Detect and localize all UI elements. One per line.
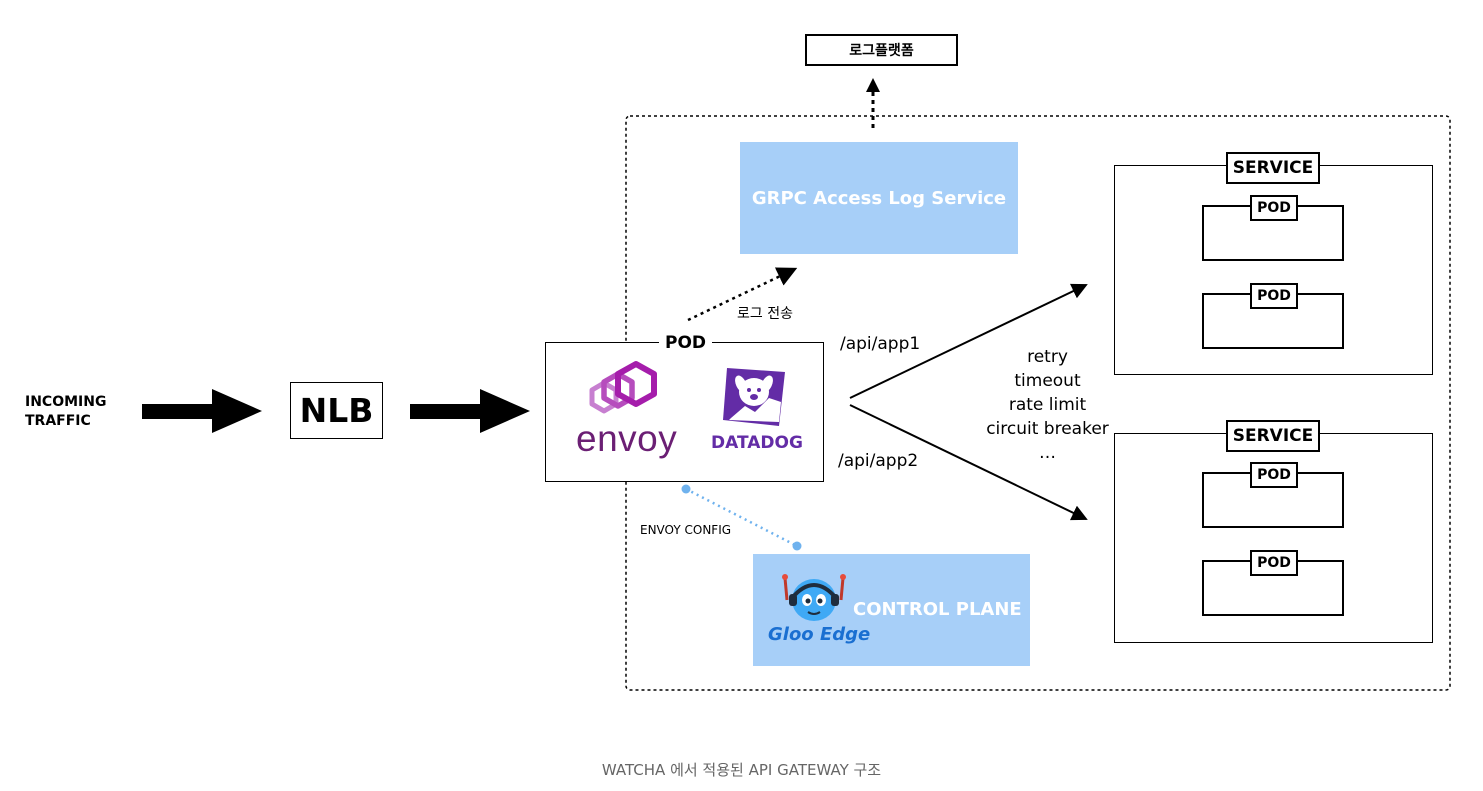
datadog-logo-text: DATADOG [711, 433, 803, 453]
service-2-pod-2-label-text: POD [1257, 555, 1291, 571]
arrow-grpc-to-log-platform [866, 78, 880, 128]
route-label-app2: /api/app2 [838, 451, 919, 471]
service-1-pod-1-label-text: POD [1257, 200, 1291, 216]
gloo-edge-mascot-icon [782, 574, 846, 621]
gateway-pod-label: POD [659, 333, 713, 353]
figure-caption: WATCHA 에서 적용된 API GATEWAY 구조 [601, 761, 882, 779]
policy-rate-limit: rate limit [1008, 395, 1087, 415]
cluster-boundary [625, 115, 1451, 691]
nlb-label: NLB [299, 391, 374, 430]
log-platform-label: 로그플랫폼 [849, 43, 914, 59]
route-line-app1 [849, 283, 1088, 399]
gloo-edge-logo-text: Gloo Edge [768, 624, 871, 645]
incoming-traffic-label: INCOMING TRAFFIC [25, 393, 106, 431]
log-transfer-label: 로그 전송 [737, 306, 793, 322]
policy-retry: retry [1027, 347, 1068, 367]
grpc-access-log-service-box: GRPC Access Log Service [740, 142, 1018, 254]
envoy-logo-text: envoy [576, 418, 678, 459]
incoming-traffic-line-2: TRAFFIC [25, 413, 91, 429]
route-label-app1: /api/app1 [840, 334, 921, 354]
service-label-1: SERVICE [1226, 152, 1320, 184]
policy-circuit-breaker: circuit breaker [986, 419, 1109, 439]
policy-more: … [1039, 443, 1056, 463]
policy-list: retry timeout rate limit circuit breaker… [965, 345, 1130, 465]
service-2-pod-1-label-text: POD [1257, 467, 1291, 483]
service-2-pod-2-label: POD [1250, 550, 1298, 576]
arrow-nlb-to-pod [410, 389, 530, 433]
route-line-app2 [849, 404, 1088, 521]
service-1-pod-2-label-text: POD [1257, 288, 1291, 304]
service-1-pod-1-label: POD [1250, 195, 1298, 221]
envoy-logo-icon [589, 361, 657, 414]
arrow-traffic-to-nlb [142, 389, 262, 433]
incoming-traffic-line-1: INCOMING [25, 394, 107, 410]
service-2-pod-1-label: POD [1250, 462, 1298, 488]
datadog-logo-icon [723, 368, 785, 426]
grpc-access-log-service-label: GRPC Access Log Service [751, 187, 1007, 209]
nlb-box: NLB [290, 382, 383, 439]
log-platform-box: 로그플랫폼 [805, 34, 958, 66]
service-label-1-text: SERVICE [1232, 158, 1314, 178]
control-plane-label: CONTROL PLANE [853, 599, 1022, 620]
envoy-config-label: ENVOY CONFIG [640, 523, 732, 537]
service-label-2-text: SERVICE [1232, 426, 1314, 446]
arrow-pod-to-grpc [687, 267, 798, 322]
service-label-2: SERVICE [1226, 420, 1320, 452]
service-1-pod-2-label: POD [1250, 283, 1298, 309]
policy-timeout: timeout [1014, 371, 1081, 391]
envoy-config-link [681, 484, 802, 551]
